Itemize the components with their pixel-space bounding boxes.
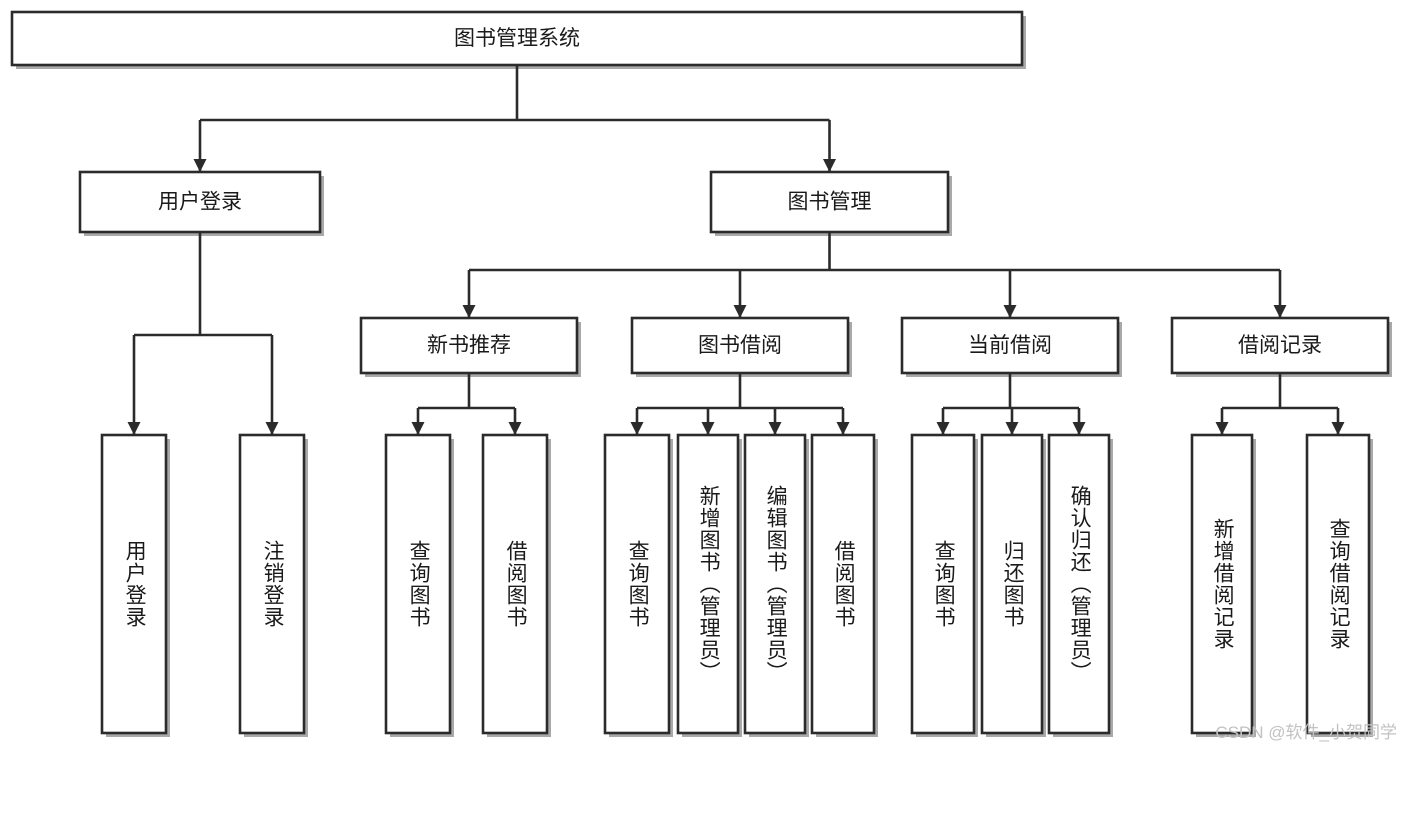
node-借阅记录-l3	[1170, 316, 1392, 377]
level2-label: 图书管理	[788, 191, 872, 214]
arrow-head	[1331, 422, 1345, 435]
box-outline	[384, 433, 452, 735]
node-借阅图书-leaf-7	[810, 433, 878, 737]
box-outline	[1047, 433, 1111, 735]
arrow-head	[193, 159, 207, 172]
node-用户登录-leaf-0	[100, 433, 170, 737]
box-outline	[980, 433, 1044, 735]
node-当前借阅-l3	[900, 316, 1122, 377]
box-outline	[910, 433, 976, 735]
box-outline	[676, 433, 740, 735]
node-归还图书-leaf-9	[980, 433, 1046, 737]
arrow-head	[936, 422, 950, 435]
box-outline	[100, 433, 168, 735]
node-查询图书-leaf-2	[384, 433, 454, 737]
node-图书借阅-l3	[630, 316, 852, 377]
node-新增图书管理员-leaf-5	[676, 433, 742, 737]
node-编辑图书管理员-leaf-6	[743, 433, 809, 737]
node-查询借阅记录-leaf-12	[1305, 433, 1373, 737]
box-outline	[10, 10, 1024, 67]
level2-label: 用户登录	[158, 191, 242, 214]
box-outline	[900, 316, 1120, 375]
arrow-head	[265, 422, 279, 435]
box-outline	[743, 433, 807, 735]
arrow-head	[768, 422, 782, 435]
arrow-head	[1003, 305, 1017, 318]
box-outline	[238, 433, 306, 735]
diagram-canvas: 图书管理系统用户登录图书管理新书推荐图书借阅当前借阅借阅记录 用户登录注销登录查…	[10, 10, 1397, 742]
box-outline	[1305, 433, 1371, 735]
arrow-head	[701, 422, 715, 435]
arrow-head	[836, 422, 850, 435]
node-新增借阅记录-leaf-11	[1190, 433, 1256, 737]
level3-label: 借阅记录	[1238, 334, 1322, 357]
node-查询图书-leaf-4	[603, 433, 673, 737]
arrow-head	[1005, 422, 1019, 435]
box-outline	[1190, 433, 1254, 735]
arrow-head	[733, 305, 747, 318]
level3-label: 当前借阅	[968, 334, 1052, 357]
level3-label: 图书借阅	[698, 334, 782, 357]
node-查询图书-leaf-8	[910, 433, 978, 737]
level3-label: 新书推荐	[427, 334, 511, 357]
node-借阅图书-leaf-3	[481, 433, 551, 737]
box-outline	[810, 433, 876, 735]
box-outline	[1170, 316, 1390, 375]
arrow-head	[508, 422, 522, 435]
node-确认归还管理员-leaf-10	[1047, 433, 1113, 737]
box-outline	[78, 170, 322, 234]
box-outline	[481, 433, 549, 735]
arrow-head	[630, 422, 644, 435]
node-图书管理系统	[10, 10, 1026, 69]
root-label: 图书管理系统	[454, 27, 580, 50]
arrow-head	[1273, 305, 1287, 318]
arrow-head	[462, 305, 476, 318]
watermark: CSDN @软件_小贺同学	[1215, 723, 1397, 742]
node-注销登录-leaf-1	[238, 433, 308, 737]
arrow-head	[411, 422, 425, 435]
box-outline	[603, 433, 671, 735]
arrow-head	[823, 159, 836, 172]
arrow-head	[1072, 422, 1086, 435]
arrow-head	[1215, 422, 1229, 435]
arrow-head	[127, 422, 141, 435]
node-用户登录-l2	[78, 170, 324, 236]
